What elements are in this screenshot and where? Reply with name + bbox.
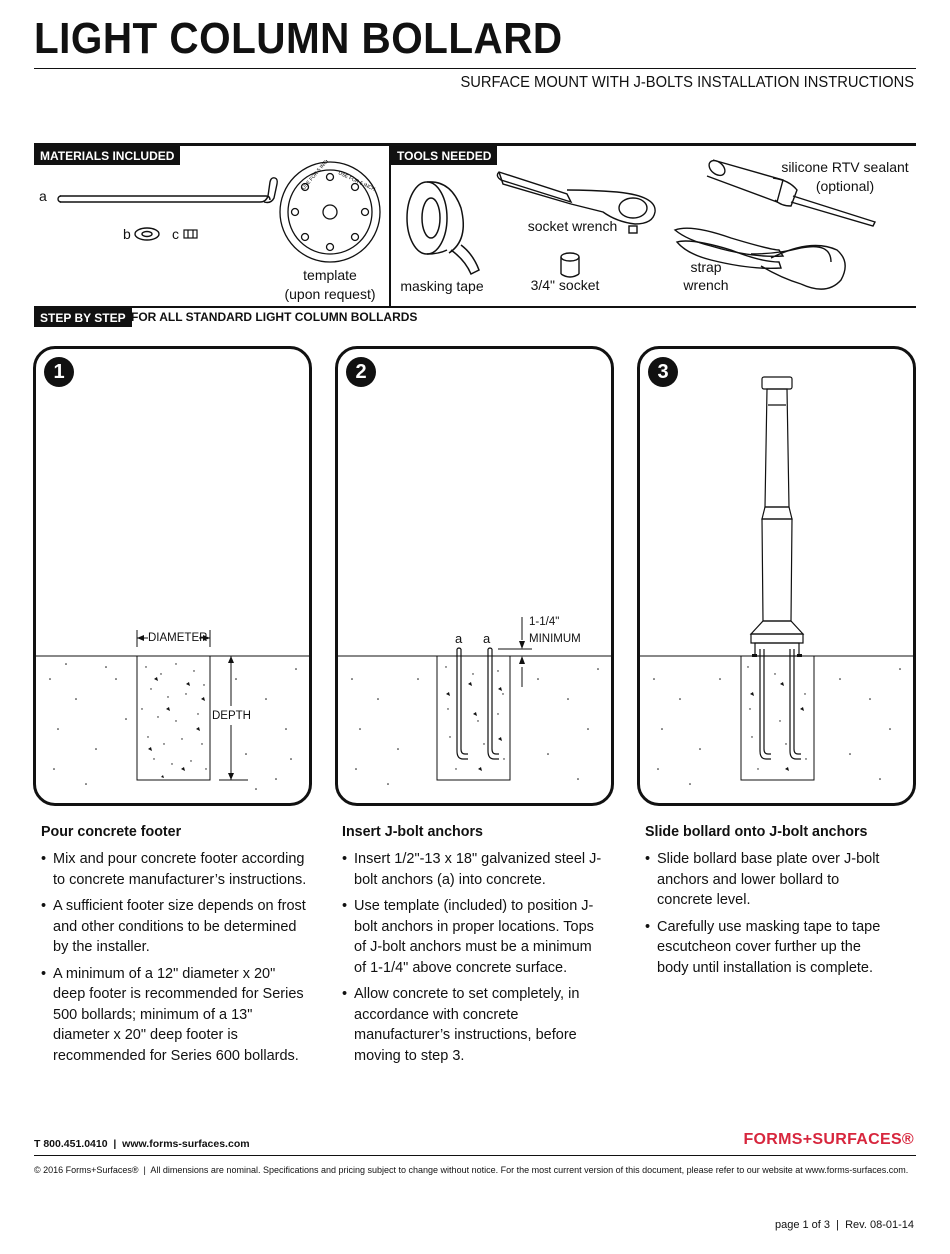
- bollard-diagram: [640, 376, 913, 785]
- step-by-step-tag: STEP BY STEP: [34, 308, 132, 327]
- soil-dots: [49, 663, 297, 790]
- disclaimer: © 2016 Forms+Surfaces® | All dimensions …: [34, 1165, 909, 1175]
- step-3-list: Slide bollard base plate over J-bolt anc…: [645, 849, 895, 984]
- anchor-a-label-2: a: [483, 631, 491, 646]
- diagram-panel-3: 3: [637, 346, 916, 806]
- anchor-a-label-1: a: [455, 631, 463, 646]
- step-by-step-subtitle: FOR ALL STANDARD LIGHT COLUMN BOLLARDS: [131, 310, 418, 324]
- step-1-bullet: Mix and pour concrete footer according t…: [41, 849, 309, 890]
- step-1-heading: Pour concrete footer: [41, 823, 182, 840]
- diagram-panel-2: 2 a a 1-1/4" MINIMUM: [335, 346, 614, 806]
- socket-icon: [560, 252, 580, 278]
- template-label-2: (upon request): [284, 286, 376, 302]
- masking-tape-icon: [406, 181, 480, 276]
- step-3-bullet: Carefully use masking tape to tape escut…: [645, 917, 895, 979]
- step-2-bullet: Insert 1/2"-13 x 18" galvanized steel J-…: [342, 849, 607, 890]
- step-3-heading: Slide bollard onto J-bolt anchors: [645, 823, 868, 840]
- step-1-bullet: A sufficient footer size depends on fros…: [41, 896, 309, 958]
- footer-rule: [34, 1155, 916, 1156]
- washer-icon: [134, 227, 160, 241]
- socket-wrench-label: socket wrench: [527, 218, 618, 234]
- steps-rule: [34, 306, 916, 308]
- template-label-1: template: [303, 267, 357, 283]
- sealant-label-1: silicone RTV sealant: [781, 159, 909, 175]
- step-number-2: 2: [346, 357, 376, 387]
- bollard-icon: [749, 376, 805, 760]
- section-divider: [389, 143, 391, 306]
- tools-tag: TOOLS NEEDED: [391, 146, 498, 165]
- step-number-1: 1: [44, 357, 74, 387]
- j-bolt-pair: [456, 647, 499, 760]
- step-1-bullet: A minimum of a 12" diameter x 20" deep f…: [41, 964, 309, 1067]
- j-bolt-icon: [57, 177, 278, 204]
- header-rule: [34, 68, 916, 69]
- step-2-list: Insert 1/2"-13 x 18" galvanized steel J-…: [342, 849, 607, 1072]
- page-title: LIGHT COLUMN BOLLARD: [34, 14, 563, 63]
- concrete-speckle: [141, 663, 207, 778]
- brand-logo: FORMS+SURFACES®: [743, 1131, 914, 1148]
- materials-illustration: USE FOR 5 INCH USE FOR 5 INCH: [57, 160, 381, 263]
- nut-icon: [183, 229, 198, 239]
- depth-label: DEPTH: [212, 710, 251, 722]
- step-number-3: 3: [648, 357, 678, 387]
- socket-label: 3/4" socket: [530, 277, 600, 293]
- step-3-bullet: Slide bollard base plate over J-bolt anc…: [645, 849, 895, 911]
- materials-tag: MATERIALS INCLUDED: [34, 146, 181, 165]
- footer-diagram: [36, 630, 309, 790]
- step-2-heading: Insert J-bolt anchors: [342, 823, 483, 840]
- material-a-label: a: [39, 188, 47, 204]
- step-2-bullet: Allow concrete to set completely, in acc…: [342, 984, 607, 1066]
- sealant-label-2: (optional): [815, 178, 875, 194]
- material-c-label: c: [172, 226, 179, 242]
- j-bolt-diagram: [338, 617, 611, 785]
- minimum-label-1: 1-1/4": [529, 616, 560, 628]
- section-rule-top: [34, 143, 916, 146]
- diameter-label: DIAMETER: [148, 632, 208, 644]
- contact-line: T 800.451.0410 | www.forms-surfaces.com: [34, 1138, 250, 1150]
- tools-illustration: [406, 159, 876, 290]
- strap-wrench-label-2: wrench: [683, 277, 729, 293]
- masking-tape-label: masking tape: [400, 278, 484, 294]
- diagram-panel-1: 1 DIAMETER DEPTH: [33, 346, 312, 806]
- step-1-list: Mix and pour concrete footer according t…: [41, 849, 309, 1072]
- page-subtitle: SURFACE MOUNT WITH J-BOLTS INSTALLATION …: [460, 74, 914, 91]
- material-b-label: b: [123, 226, 131, 242]
- minimum-label-2: MINIMUM: [529, 633, 581, 645]
- strap-wrench-label-1: strap: [690, 259, 722, 275]
- socket-wrench-icon: [496, 171, 656, 234]
- strap-wrench-icon: [673, 227, 846, 290]
- template-icon: [279, 161, 381, 263]
- step-2-bullet: Use template (included) to position J-bo…: [342, 896, 607, 978]
- sealant-tube-icon: [706, 159, 876, 227]
- page-number: page 1 of 3 | Rev. 08-01-14: [774, 1219, 914, 1231]
